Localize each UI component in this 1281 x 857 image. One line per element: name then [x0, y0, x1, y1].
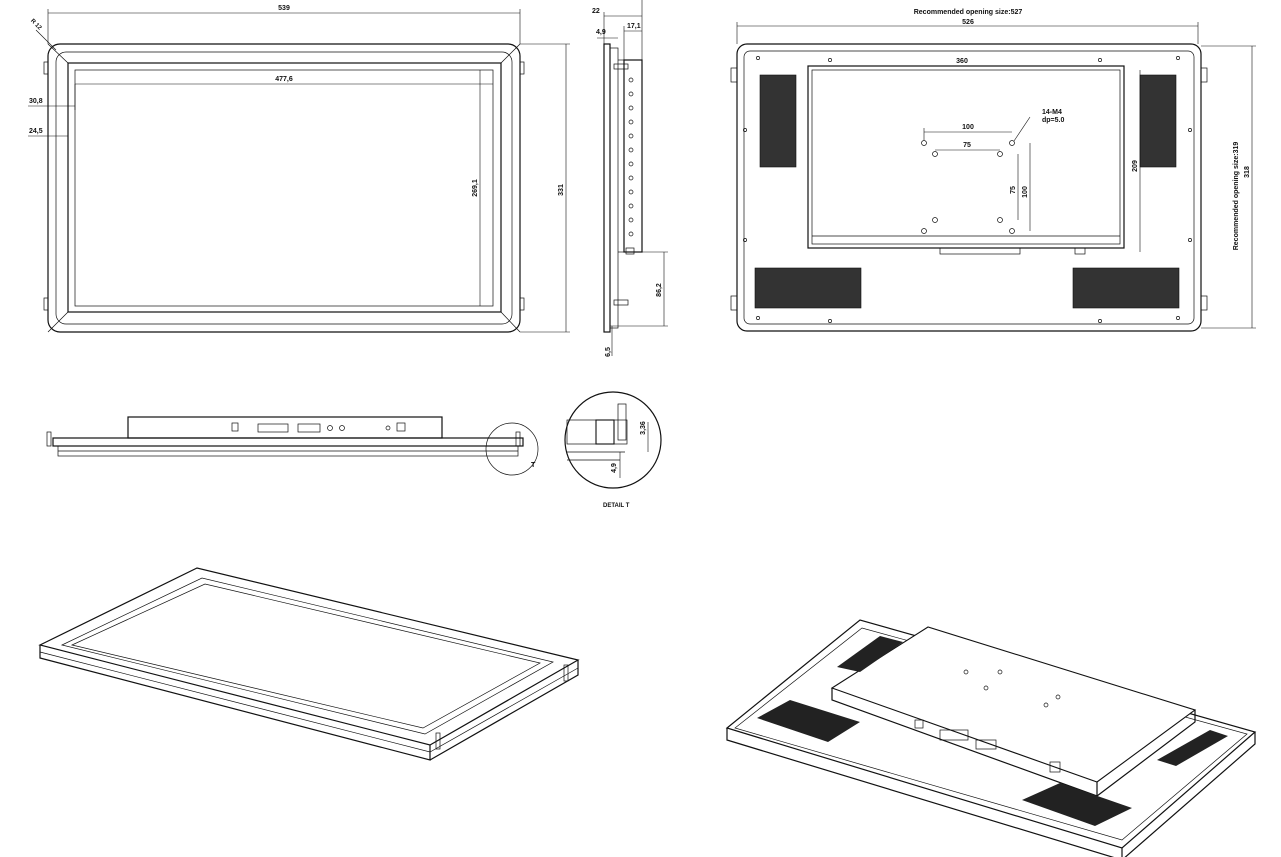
- rear-height-label: 318: [1244, 166, 1251, 178]
- bottom-view: T: [46, 416, 539, 476]
- front-inner-height-label: 269,1: [472, 179, 479, 197]
- front-view: 539 477,6 331 269,1 30,8 24,5 R 12: [28, 5, 570, 333]
- side-connectors: [628, 77, 634, 237]
- detail-dim-1: 3,36: [640, 421, 647, 435]
- vent-bottom-right: [1072, 267, 1180, 309]
- rear-opening-width-label: Recommended opening size:527: [914, 9, 1023, 16]
- front-inner-width-label: 477,6: [275, 76, 293, 83]
- rear-box-height-label: 209: [1132, 160, 1139, 172]
- rear-width-label: 526: [962, 19, 974, 26]
- detail-view: 3,36 4,9 DETAIL T: [564, 391, 662, 509]
- detail-dim-2: 4,9: [611, 463, 618, 473]
- front-height-label: 331: [558, 184, 565, 196]
- vesa-inner-height-label: 75: [1010, 186, 1017, 194]
- iso-vent-1: [837, 636, 903, 672]
- side-dim-22: 22: [592, 8, 600, 15]
- side-dim-86: 86,2: [656, 283, 663, 297]
- vesa-outer-height-label: 100: [1022, 186, 1029, 198]
- front-width-label: 539: [278, 5, 290, 12]
- vesa-outer-width-label: 100: [962, 124, 974, 131]
- isometric-front-view: [38, 567, 580, 761]
- iso-vent-2: [757, 700, 860, 742]
- iso-vent-4: [1022, 783, 1132, 826]
- front-left-offset-1: 30,8: [29, 98, 43, 105]
- vesa-inner-width-label: 75: [963, 142, 971, 149]
- screw-spec-label-1: 14-M4: [1042, 109, 1062, 116]
- detail-caption: DETAIL T: [603, 503, 630, 509]
- side-dim-6-5: 6,5: [605, 347, 612, 357]
- side-dim-17: 17,1: [627, 23, 641, 30]
- side-dim-4-9: 4,9: [596, 29, 606, 36]
- rear-view: Recommended opening size:527 526 360 100…: [730, 9, 1256, 332]
- screw-spec-label-2: dp=5.0: [1042, 117, 1064, 124]
- front-radius-label: R 12: [29, 18, 43, 32]
- detail-marker-t: T: [531, 462, 536, 469]
- vent-top-right: [1139, 74, 1177, 168]
- rear-opening-height-label: Recommended opening size:319: [1233, 142, 1240, 251]
- iso-vent-3: [1157, 730, 1228, 766]
- side-view: 22 17,1 4,9 86,2 6,5: [592, 0, 668, 357]
- vent-bottom-left: [754, 267, 862, 309]
- vent-top-left: [759, 74, 797, 168]
- front-left-offset-2: 24,5: [29, 128, 43, 135]
- rear-box-width-label: 360: [956, 58, 968, 65]
- isometric-rear-view: [725, 619, 1257, 857]
